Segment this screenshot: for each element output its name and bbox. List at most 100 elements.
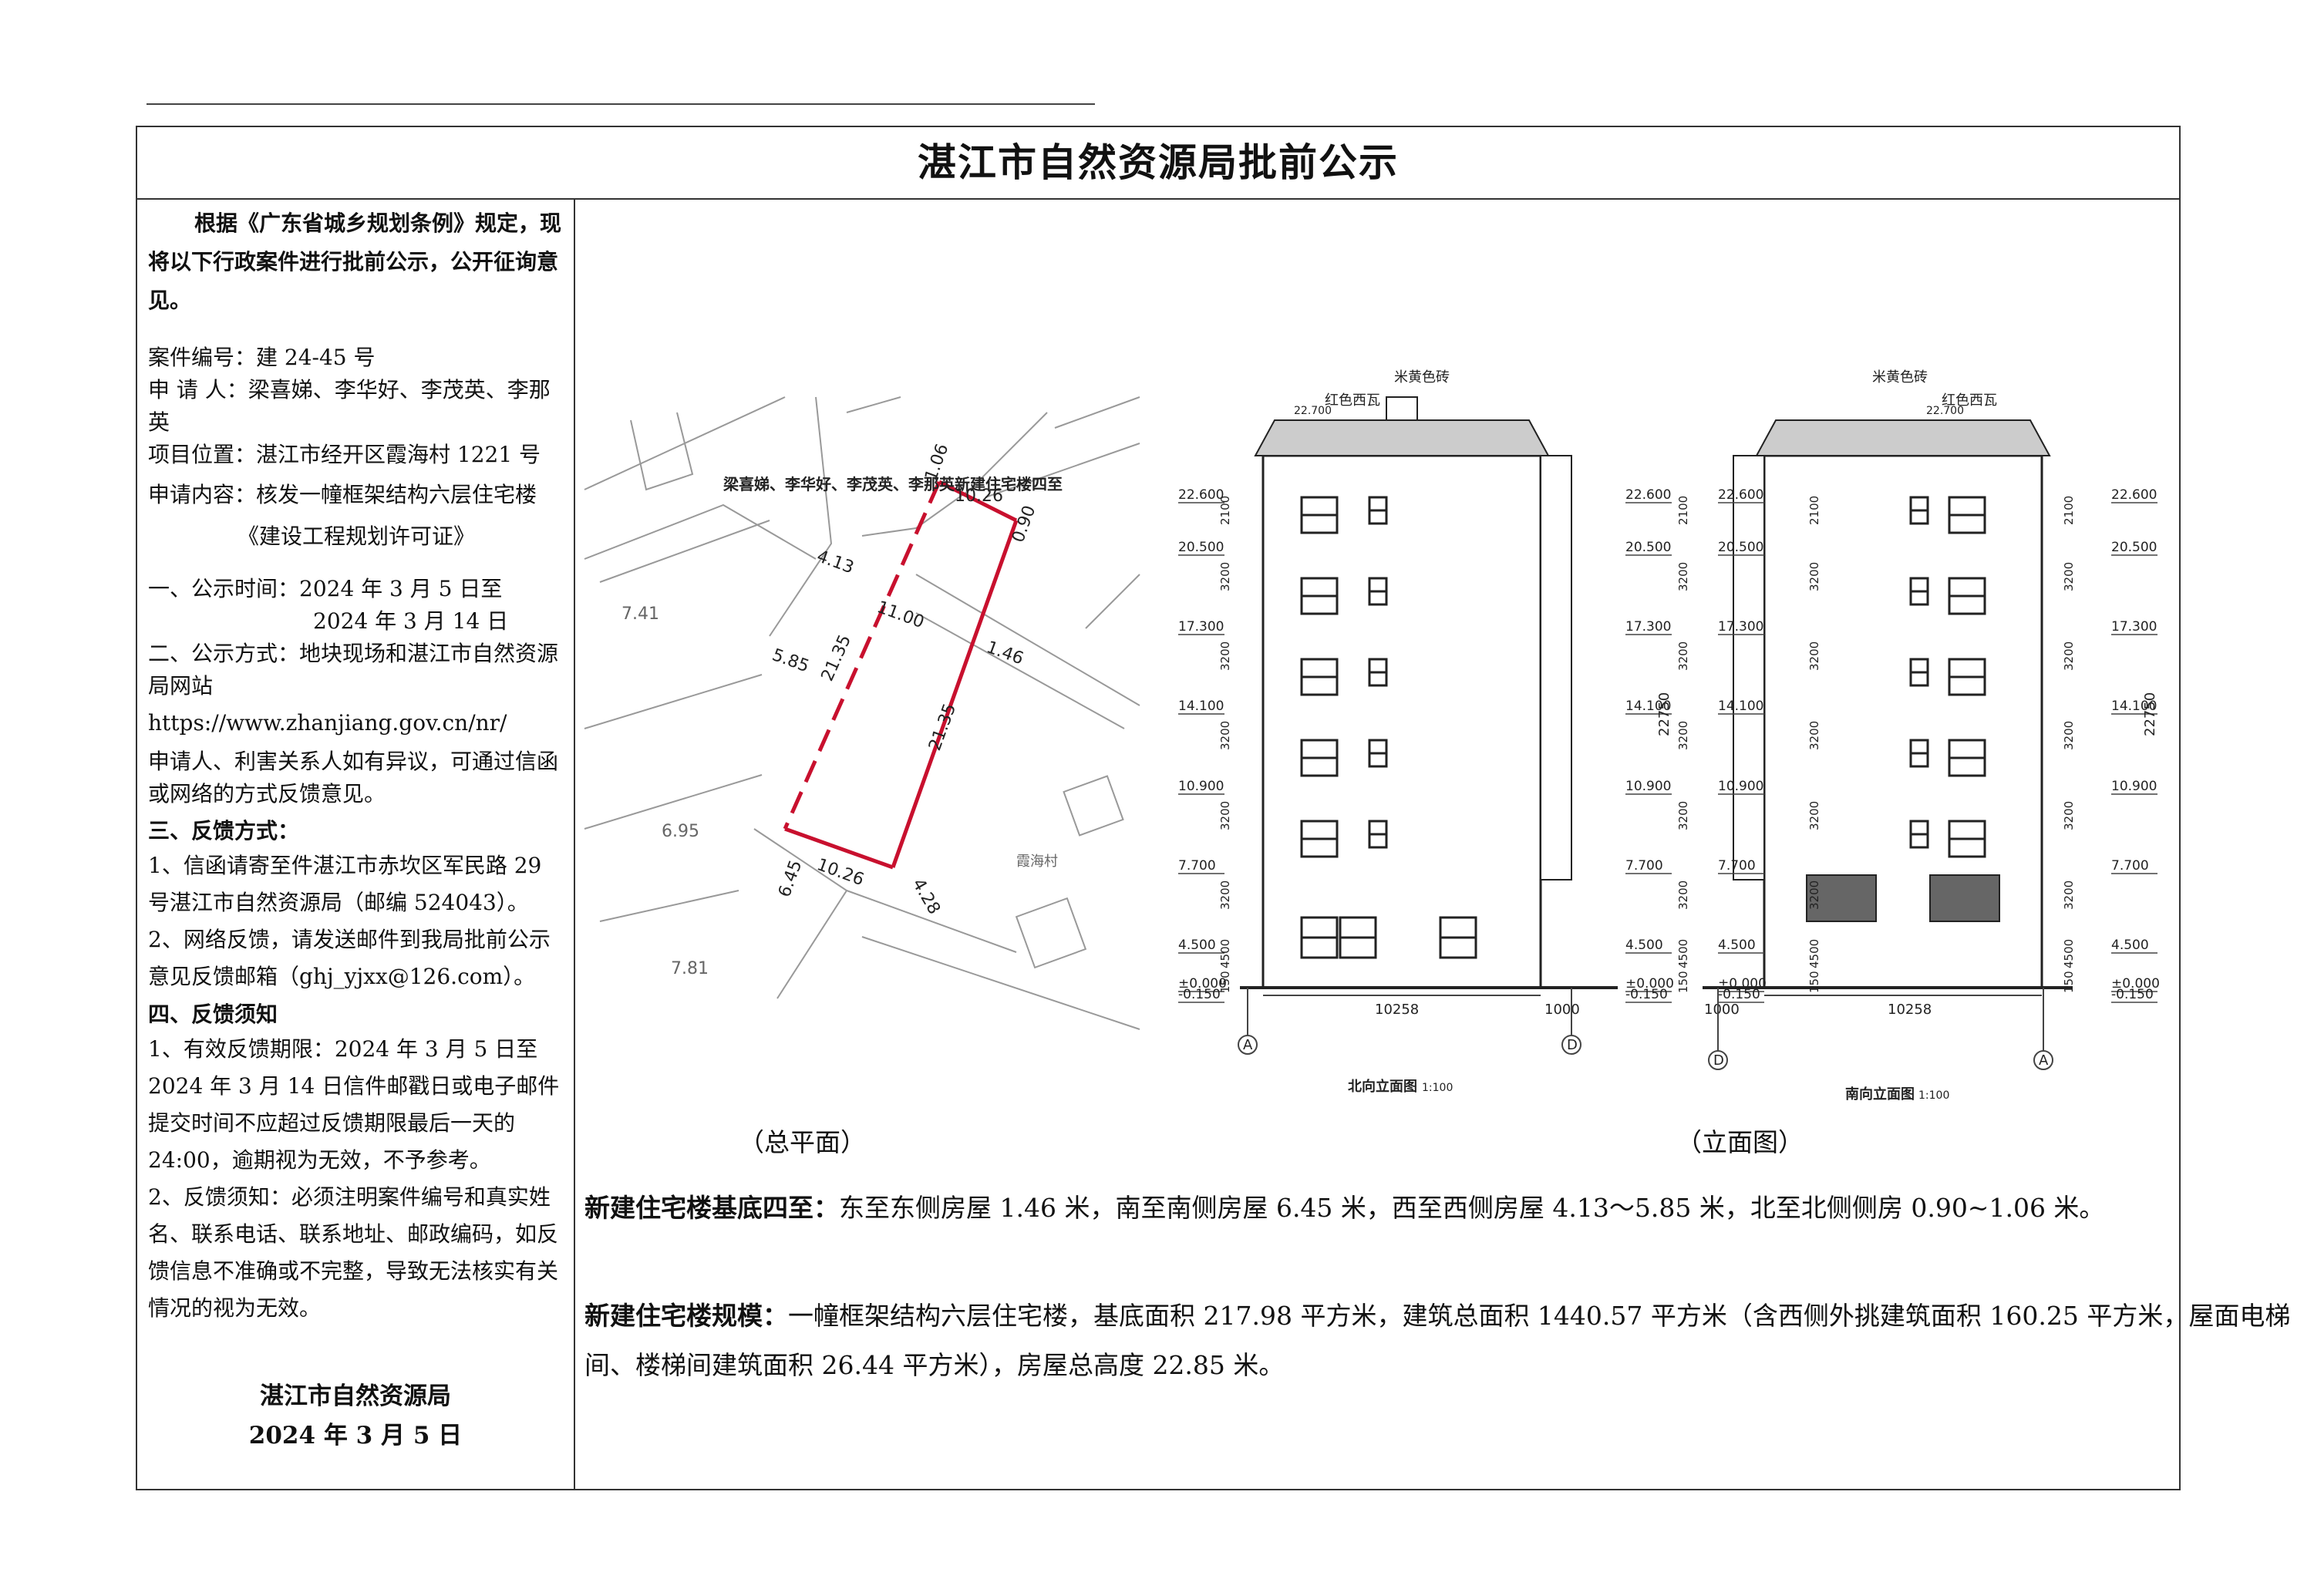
dim-3-5: 3200	[2062, 880, 2076, 910]
page-title: 湛江市自然资源局批前公示	[137, 127, 2179, 200]
level-1-6: 4.500	[1625, 938, 1663, 953]
scale-text: 一幢框架结构六层住宅楼，基底面积 217.98 平方米，建筑总面积 1440.5…	[584, 1301, 2291, 1380]
period-line-1: 一、公示时间：2024 年 3 月 5 日至	[148, 576, 503, 601]
axis-d-north: D	[1567, 1037, 1578, 1053]
dim-0-4: 3200	[1218, 801, 1232, 830]
axis-a-north: A	[1243, 1037, 1253, 1053]
intro-text: 根据《广东省城乡规划条例》规定，现将以下行政案件进行批前公示，公开征询意见。	[148, 210, 562, 313]
dim-east: 1.46	[984, 638, 1026, 668]
dim-1-7: 150	[1676, 971, 1690, 993]
feedback-heading: 三、反馈方式：	[148, 818, 300, 843]
application-content: 申请内容：核发一幢框架结构六层住宅楼	[148, 482, 537, 507]
notice-deadline: 1、有效反馈期限：2024 年 3 月 5 日至 2024 年 3 月 14 日…	[148, 1036, 560, 1173]
dim-0-0: 2100	[1218, 496, 1232, 525]
paint-label-north: 米黄色砖	[1394, 369, 1450, 386]
dim-0-6: 4500	[1218, 939, 1232, 968]
north-elevation-title: 北向立面图	[1348, 1078, 1417, 1095]
dim-2-2: 3200	[1807, 641, 1821, 671]
dim-top: 10.26	[955, 487, 1003, 506]
level-0-5: 7.700	[1178, 858, 1216, 874]
publicity-method: 二、公示方式：地块现场和湛江市自然资源局网站	[148, 641, 559, 699]
dim-bottom: 10.26	[814, 855, 867, 890]
notice-requirements: 2、反馈须知：必须注明案件编号和真实姓名、联系电话、联系地址、邮政编码，如反馈信…	[148, 1184, 559, 1321]
paint-label-south: 米黄色砖	[1872, 369, 1928, 386]
elevation-levels: 22.600 20.500 17.300 14.100 10.900 7.700 4.500…	[1178, 487, 2160, 1003]
south-elevation-scale: 1:100	[1918, 1089, 1949, 1102]
dim-0-2: 3200	[1218, 641, 1232, 671]
site-plan-drawing: 梁喜娣、李华好、李茂英、李那英新建住宅楼四至 10.26 1.06 0.90 4…	[584, 396, 1140, 1030]
spot-level-3: 7.81	[671, 959, 709, 978]
website-url: https://www.zhanjiang.gov.cn/nr/	[148, 710, 507, 736]
dim-3-4: 3200	[2062, 801, 2076, 830]
dim-south: 6.45	[775, 857, 806, 900]
dim-2-0: 2100	[1807, 496, 1821, 525]
level-2-0: 22.600	[1718, 487, 1763, 503]
level-0-2: 17.300	[1178, 619, 1224, 635]
dim-west-1: 4.13	[814, 547, 857, 577]
south-elevation	[1703, 419, 2073, 989]
level-2-1: 20.500	[1718, 540, 1763, 555]
dim-3-7: 150	[2062, 971, 2076, 993]
dim-left: 21.35	[818, 632, 855, 685]
total-height-south: 22750	[2142, 692, 2158, 736]
project-location: 项目位置：湛江市经开区霞海村 1221 号	[148, 442, 541, 467]
level-2-3: 14.100	[1718, 699, 1763, 714]
level-2-6: 4.500	[1718, 938, 1756, 953]
dim-2-3: 3200	[1807, 721, 1821, 750]
level-0-0: 22.600	[1178, 487, 1224, 503]
dim-0-5: 3200	[1218, 880, 1232, 910]
dim-1-6: 4500	[1676, 939, 1690, 968]
offset-south: 1000	[1704, 1002, 1740, 1018]
dim-north-2: 0.90	[1009, 503, 1039, 545]
tile-label-south: 红色西瓦	[1942, 392, 1997, 409]
north-elevation	[1240, 396, 1618, 989]
dim-3-0: 2100	[2062, 496, 2076, 525]
tile-label-north: 红色西瓦	[1325, 392, 1380, 409]
axis-d-south: D	[1713, 1052, 1724, 1069]
level-3-7: ±0.000	[2111, 976, 2160, 992]
elevation-drawings: 22.600 20.500 17.300 14.100 10.900 7.700 4.500…	[1178, 369, 2160, 1103]
spot-level-2: 6.95	[662, 822, 699, 841]
width-north: 10258	[1375, 1002, 1419, 1018]
case-number: 案件编号：建 24-45 号	[148, 345, 376, 370]
dim-1-4: 3200	[1676, 801, 1690, 830]
dim-1-1: 3200	[1676, 562, 1690, 591]
level-0-8: -0.150	[1178, 987, 1221, 1002]
dim-southeast: 4.28	[908, 876, 944, 918]
boundary-text: 东至东侧房屋 1.46 米，南至南侧房屋 6.45 米，西至西侧房屋 4.13～…	[839, 1193, 2105, 1223]
level-0-6: 4.500	[1178, 938, 1216, 953]
dim-0-1: 3200	[1218, 562, 1232, 591]
scale-label: 新建住宅楼规模：	[584, 1301, 788, 1331]
village-label: 霞海村	[1016, 854, 1058, 870]
feedback-email: 2、网络反馈，请发送邮件到我局批前公示意见反馈邮箱（ghj_yjxx@126.c…	[148, 927, 551, 989]
level-1-3: 14.100	[1625, 699, 1671, 714]
south-elevation-title: 南向立面图	[1845, 1086, 1915, 1103]
notice-frame: 湛江市自然资源局批前公示 根据《广东省城乡规划条例》规定，现将以下行政案件进行批…	[136, 126, 2290, 1490]
total-height-north: 22750	[1656, 692, 1672, 736]
period-line-2: 2024 年 3 月 14 日	[313, 608, 509, 634]
scale-paragraph: 新建住宅楼规模：一幢框架结构六层住宅楼，基底面积 217.98 平方米，建筑总面…	[584, 1291, 2304, 1390]
notice-heading: 四、反馈须知	[148, 1002, 278, 1027]
level-1-5: 7.700	[1625, 858, 1663, 874]
dim-2-6: 4500	[1807, 939, 1821, 968]
level-3-4: 10.900	[2111, 779, 2157, 794]
boundary-label: 新建住宅楼基底四至：	[584, 1193, 839, 1223]
level-1-7: ±0.000	[1625, 976, 1674, 992]
level-2-8: -0.150	[1718, 987, 1760, 1002]
dim-3-3: 3200	[2062, 721, 2076, 750]
level-1-0: 22.600	[1625, 487, 1671, 503]
dim-2-1: 3200	[1807, 562, 1821, 591]
roof-level-north: 22.700	[1294, 405, 1332, 417]
dim-0-3: 3200	[1218, 721, 1232, 750]
roof-level-south: 22.700	[1926, 405, 1964, 417]
issuer-name: 湛江市自然资源局	[260, 1382, 451, 1410]
dim-3-2: 3200	[2062, 641, 2076, 671]
level-2-5: 7.700	[1718, 858, 1756, 874]
dim-0-7: 150	[1218, 971, 1232, 993]
offset-north: 1000	[1544, 1002, 1580, 1018]
dim-1-0: 2100	[1676, 496, 1690, 525]
dim-west-3: 11.00	[874, 598, 927, 632]
level-3-3: 14.100	[2111, 699, 2157, 714]
spot-level-1: 7.41	[621, 604, 659, 624]
level-2-7: ±0.000	[1718, 976, 1767, 992]
